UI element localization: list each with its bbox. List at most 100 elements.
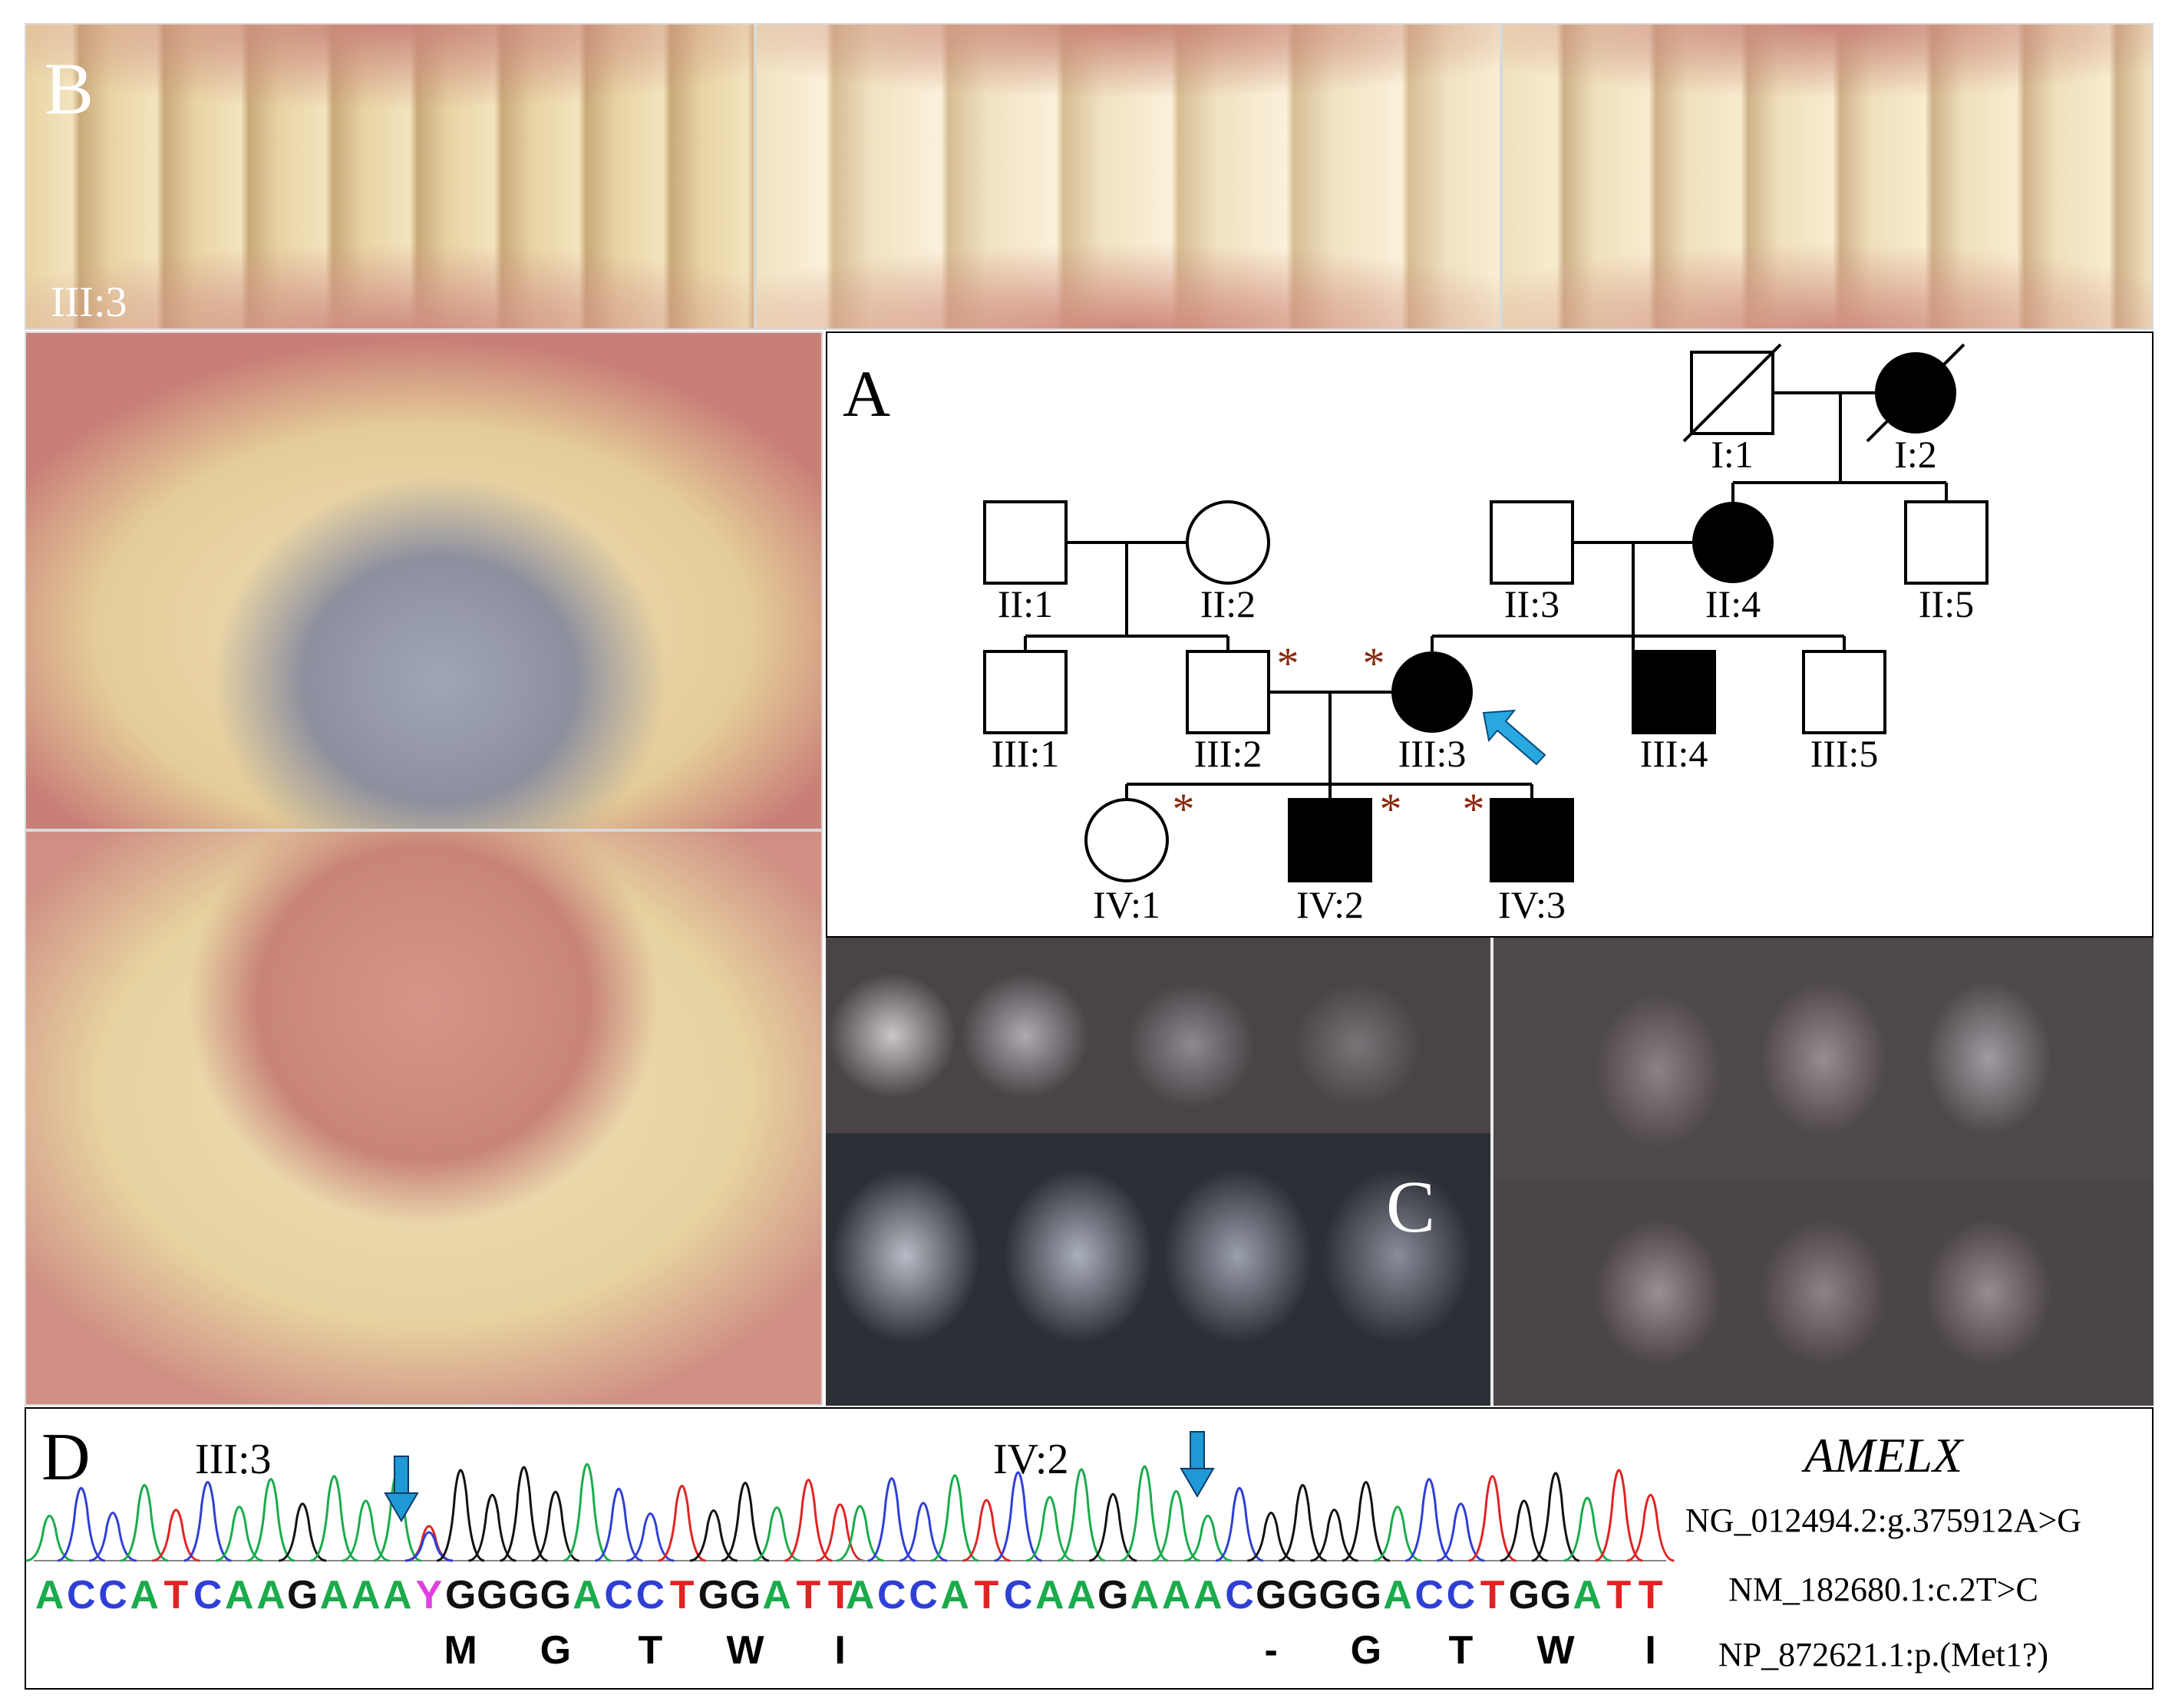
deceased-slash <box>1866 343 1965 443</box>
trace-peak <box>152 1509 200 1562</box>
photo-maxillary-occlusal <box>25 331 823 830</box>
base-letter: Y <box>416 1573 443 1617</box>
base-letter: A <box>1130 1573 1160 1617</box>
trace-peak <box>26 1515 74 1562</box>
chromatogram-iii3 <box>26 1463 864 1562</box>
trace-peak <box>1247 1512 1295 1562</box>
base-letter: A <box>351 1573 381 1617</box>
base-letter: G <box>1256 1573 1286 1617</box>
trace-peak <box>310 1475 358 1562</box>
trace-peak <box>436 1469 485 1562</box>
base-letter: A <box>256 1573 285 1617</box>
trace-peak <box>994 1471 1042 1562</box>
amino-acid-letter: G <box>1351 1628 1381 1673</box>
variant-protein: NP_872621.1:p.(Met1?) <box>1718 1636 2048 1673</box>
base-letter: G <box>540 1573 571 1617</box>
asterisk-IV1: * <box>1173 784 1195 834</box>
base-letter: G <box>477 1573 507 1617</box>
label-III5: III:5 <box>1810 732 1879 775</box>
base-letter: A <box>320 1573 349 1617</box>
trace-peak <box>867 1477 916 1562</box>
mutation-arrow-iii3 <box>384 1456 419 1522</box>
individual-IV2: IV:2 * <box>1288 784 1402 926</box>
trace-peak <box>1531 1472 1580 1562</box>
trace-peak <box>246 1478 295 1562</box>
trace-peak <box>404 1531 454 1562</box>
mutation-arrow-iv2 <box>1180 1431 1215 1498</box>
label-II3: II:3 <box>1504 582 1559 625</box>
individual-III2: III:2 * <box>1186 638 1299 775</box>
trace-peak <box>753 1506 801 1562</box>
base-letter: T <box>1480 1573 1505 1617</box>
photo-label-iii3: III:3 <box>51 279 127 326</box>
trace-peak <box>1279 1484 1327 1562</box>
amino-acid-letter: W <box>1536 1628 1575 1673</box>
deceased-slash <box>1682 343 1782 443</box>
label-III3: III:3 <box>1398 732 1467 775</box>
trace-peak <box>1025 1495 1074 1562</box>
label-II4: II:4 <box>1705 582 1761 625</box>
base-letter: T <box>975 1573 999 1617</box>
trace-peak <box>816 1503 864 1562</box>
base-letter: A <box>1573 1573 1602 1617</box>
panel-letter-d: D <box>41 1420 91 1495</box>
trace-peak <box>594 1488 643 1562</box>
base-letter: G <box>1319 1573 1349 1617</box>
base-letter: C <box>909 1573 938 1617</box>
radiograph-bottom-right <box>1493 1179 2154 1406</box>
label-III4: III:4 <box>1640 732 1708 775</box>
label-II1: II:1 <box>998 582 1053 625</box>
trace-peak <box>531 1491 579 1562</box>
pedigree-chart: A I:1 I:2 II:1 <box>843 343 1989 926</box>
base-letter: A <box>573 1573 602 1617</box>
panel-letter-b: B <box>45 48 94 130</box>
base-letter: T <box>164 1573 189 1617</box>
trace-peak <box>930 1474 979 1562</box>
trace-peak <box>658 1485 706 1562</box>
trace-peak <box>215 1505 263 1562</box>
trace-peak <box>1057 1468 1106 1562</box>
radiograph-divider <box>1490 938 1493 1406</box>
individual-III1: III:1 <box>983 650 1068 775</box>
base-letter: T <box>1607 1573 1632 1617</box>
trace-peak <box>1310 1509 1358 1562</box>
trace-peak <box>1183 1515 1232 1562</box>
photo-right-lateral: B III:3 <box>25 23 755 330</box>
trace-peak <box>1373 1505 1422 1562</box>
trace-peak <box>1437 1502 1485 1562</box>
base-letter: C <box>1225 1573 1254 1617</box>
amino-acid-letter: W <box>726 1628 764 1673</box>
variant-genomic: NG_012494.2:g.375912A>G <box>1685 1502 2081 1539</box>
base-letter: A <box>383 1573 412 1617</box>
individual-II1: II:1 <box>983 500 1068 625</box>
base-letter: A <box>225 1573 254 1617</box>
base-letter: G <box>287 1573 318 1617</box>
trace-peak <box>1468 1475 1517 1562</box>
trace-peak <box>1563 1496 1612 1562</box>
individual-IV1: IV:1 * <box>1084 784 1195 926</box>
base-letter: A <box>1035 1573 1064 1617</box>
individual-III4: III:4 <box>1632 650 1716 775</box>
trace-peak <box>721 1482 770 1562</box>
label-II2: II:2 <box>1200 582 1256 625</box>
base-letter: A <box>130 1573 159 1617</box>
individual-III5: III:5 <box>1802 650 1886 775</box>
amino-acid-letter: G <box>540 1628 571 1673</box>
base-letter: C <box>604 1573 633 1617</box>
amino-acid-letter: M <box>444 1628 477 1673</box>
radiograph-top-left <box>826 938 1490 1133</box>
individual-III3: III:3 * <box>1363 638 1473 775</box>
label-III1: III:1 <box>992 732 1060 775</box>
individual-IV3: IV:3 * <box>1463 784 1574 926</box>
trace-peak <box>784 1479 833 1562</box>
trace-peak <box>342 1499 390 1562</box>
base-letter: G <box>1097 1573 1128 1617</box>
individual-I2: I:2 <box>1866 343 1965 476</box>
individual-II4: II:4 <box>1692 502 1774 625</box>
chromatogram-iv2 <box>836 1465 1675 1562</box>
